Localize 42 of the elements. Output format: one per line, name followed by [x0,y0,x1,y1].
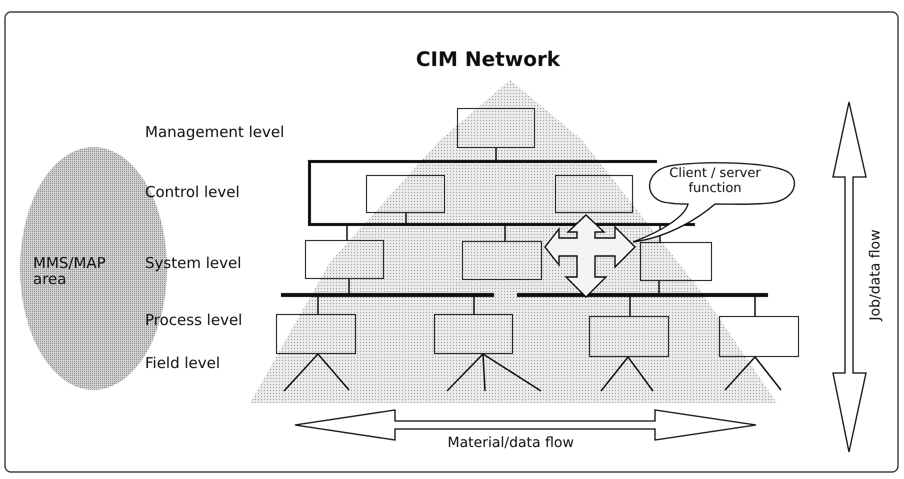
connector-line [629,297,631,316]
device-box [457,108,535,148]
field-line [482,353,542,392]
connector-line [346,226,348,240]
flow-label: Material/data flow [448,434,574,452]
level-label: Process level [145,311,242,329]
device-box [434,314,513,354]
connector-line [495,148,497,160]
device-box [640,242,712,281]
field-line [600,356,629,392]
field-line [754,356,782,390]
speech-bubble [630,162,796,244]
field-line [627,356,654,392]
level-label: Control level [145,183,240,201]
flow-label: Job/data flow [866,229,884,321]
device-box [462,241,542,280]
device-box [589,316,669,357]
connector-line [659,226,661,242]
network-bus [281,293,494,297]
field-line [482,354,486,392]
connector-line [405,213,407,223]
level-label: Field level [145,354,220,372]
field-line [317,354,350,390]
field-line [446,353,484,392]
connector-line [348,279,350,293]
level-label: System level [145,254,242,272]
diagram-title: CIM Network [414,47,562,71]
device-box [276,314,356,354]
connector-line [658,281,660,293]
device-box [305,240,384,279]
connector-line [754,297,756,316]
callout-text: Client / server function [668,166,762,196]
network-bus [517,293,768,297]
device-box [719,316,799,357]
field-line [724,356,756,390]
level-label: Management level [145,123,284,141]
four-way-arrow [544,214,636,298]
area-label: MMS/MAP area [33,255,107,287]
field-line [283,354,319,392]
connector-line [317,297,319,314]
connector-line [473,297,475,314]
connector-line [504,226,506,241]
